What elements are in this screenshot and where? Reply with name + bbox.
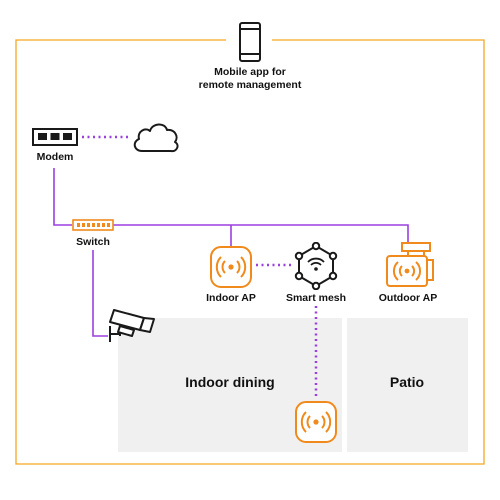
wifi-access-point-icon [210,246,252,288]
zone-patio [347,318,468,452]
modem-icon [32,128,78,146]
frame-border [15,39,485,465]
modem-label: Modem [36,151,74,163]
mesh-network-icon [294,242,338,290]
outdoor-ap-label: Outdoor AP [378,292,438,304]
link-modem-switch [53,168,72,226]
switch-label: Switch [76,236,110,248]
switch-icon [72,219,114,231]
outdoor-access-point-icon [386,242,434,287]
indoor-ap-label: Indoor AP [206,292,256,304]
wifi-access-point-icon [295,401,337,443]
zone-label-indoor-dining: Indoor dining [185,374,275,390]
zone-label-patio: Patio [389,374,425,390]
link-switch-backbone [112,224,409,244]
mobile-app-label: Mobile app for remote management [198,66,302,91]
security-camera-icon [109,309,155,342]
mobile-phone-icon [239,22,261,62]
link-switch-camera [92,250,108,337]
smart-mesh-label: Smart mesh [285,292,347,304]
cloud-icon [133,123,179,153]
